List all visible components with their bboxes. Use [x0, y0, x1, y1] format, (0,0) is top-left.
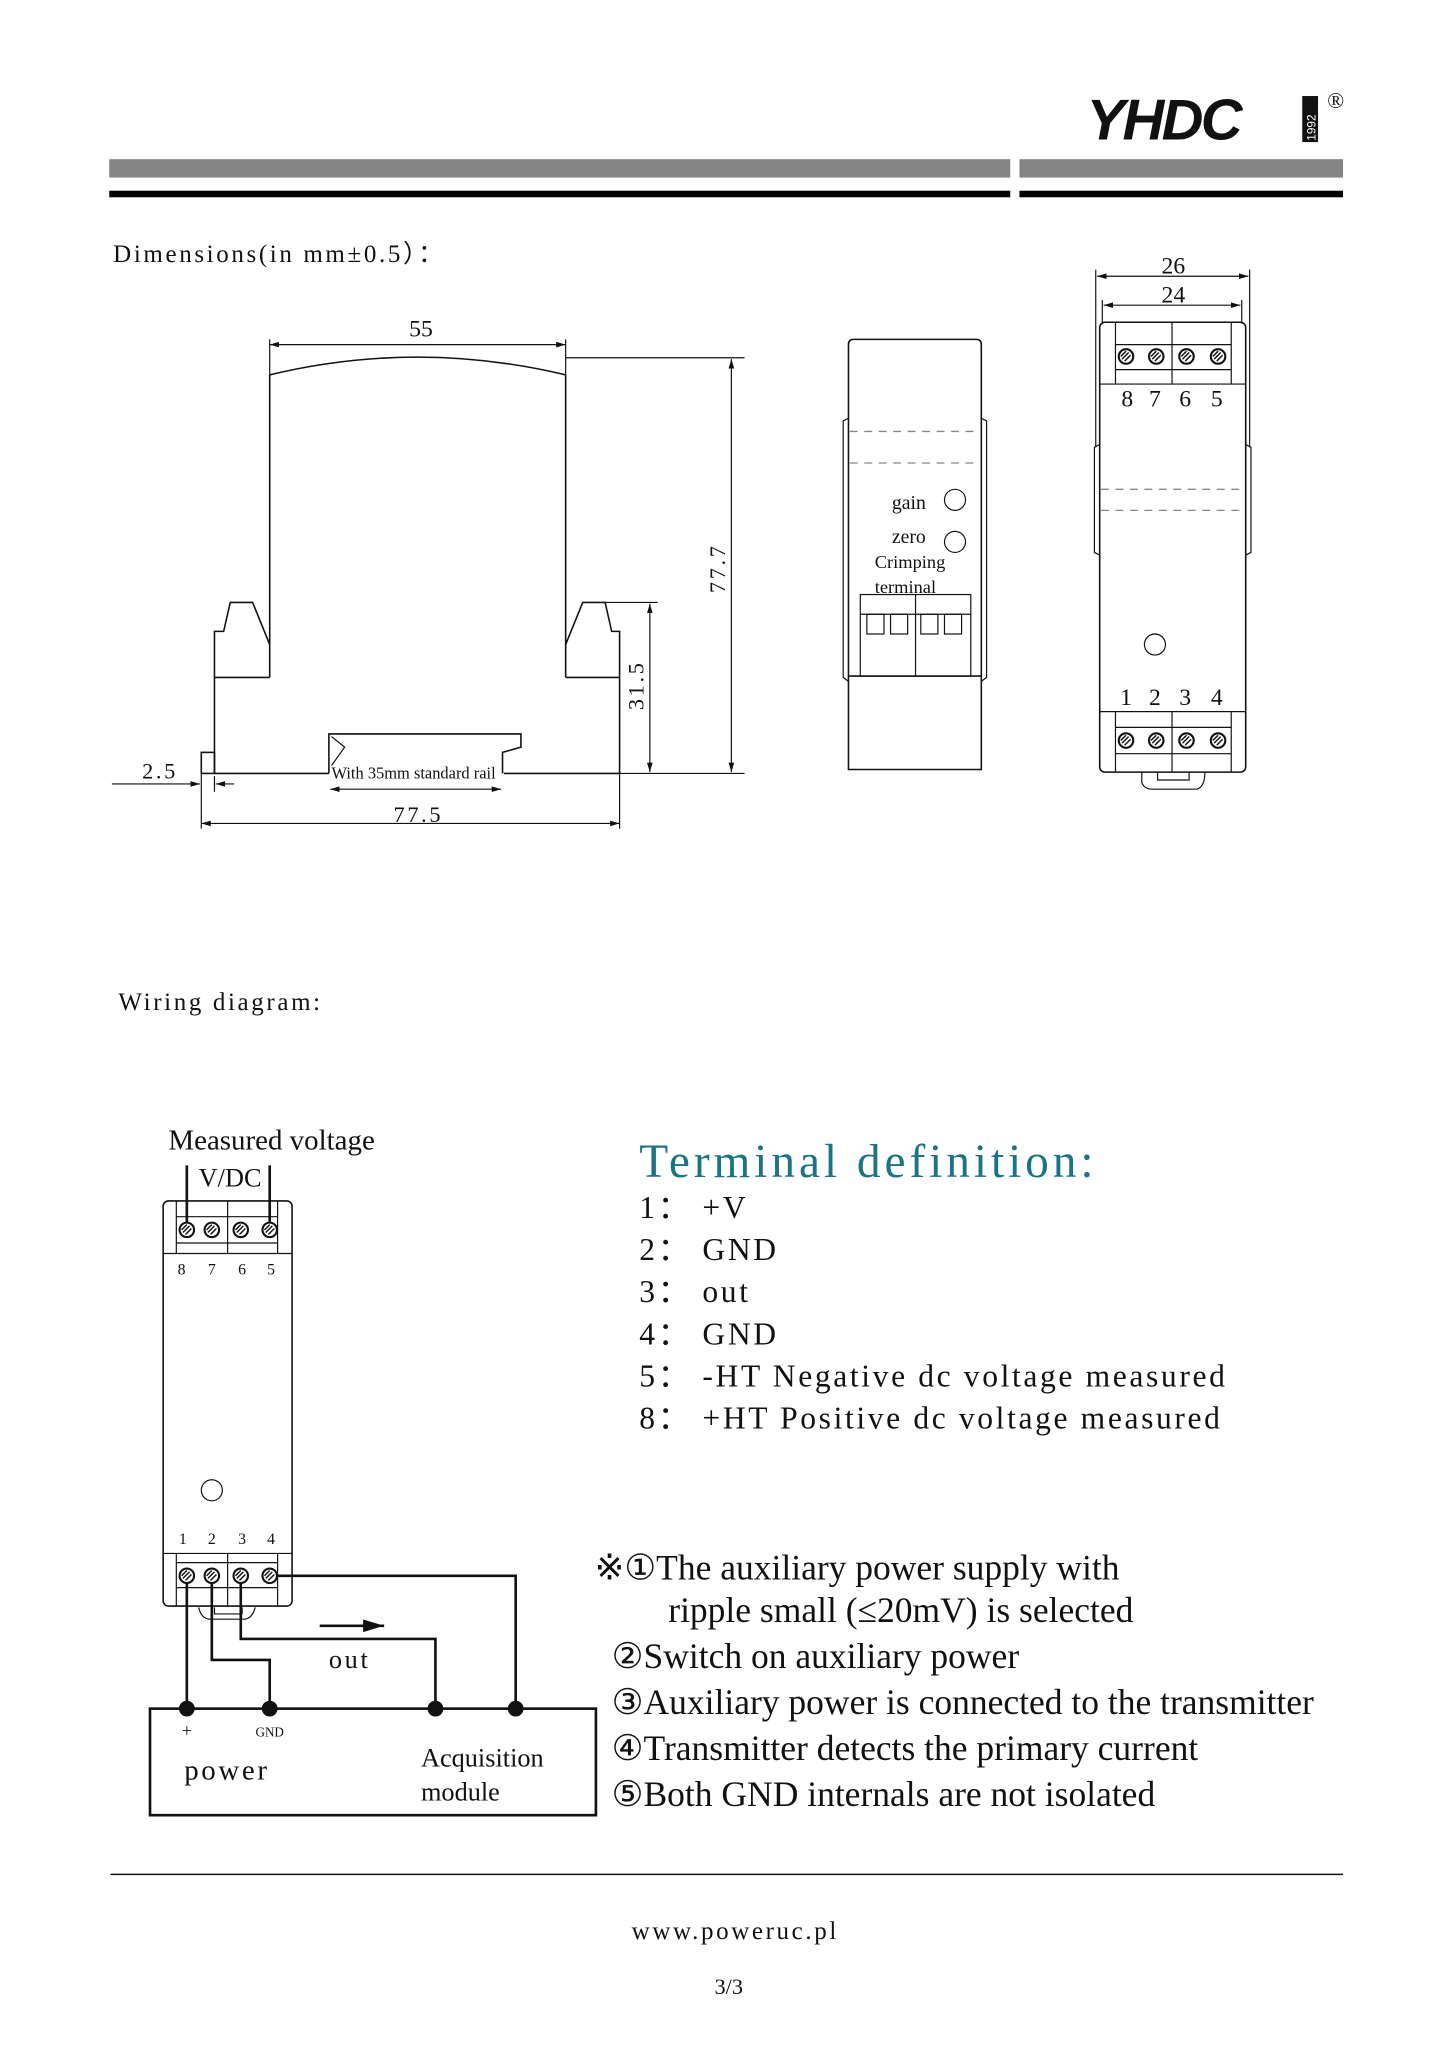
note: ③Auxiliary power is connected to the tra… [612, 1682, 1314, 1722]
wiring-title: Wiring diagram: [118, 989, 322, 1016]
header-bar-gray-right [1019, 159, 1344, 178]
label: 1 [1120, 685, 1132, 711]
status-led [1143, 633, 1167, 656]
brand-logo: YHDC 1992 ® [1087, 88, 1345, 153]
zero-potentiometer [943, 530, 967, 554]
note: ②Switch on auxiliary power [612, 1636, 1020, 1676]
note: ⑤Both GND internals are not isolated [612, 1774, 1156, 1814]
dim-2-5: 2.5 [142, 759, 178, 784]
terminal-item: 4： GND [639, 1316, 778, 1351]
terminal-item: 1： +V [639, 1190, 748, 1225]
notes: ※①The auxiliary power supply with ripple… [595, 1548, 1314, 1814]
dim-24: 24 [1162, 283, 1186, 309]
label: YHDC [1087, 88, 1244, 152]
header-bar-gray [109, 159, 1011, 178]
vdc-label: V/DC [199, 1163, 262, 1192]
label: 7 [208, 1262, 216, 1279]
acquisition-label: Acquisition [421, 1744, 544, 1773]
dim-55: 55 [409, 317, 433, 343]
measured-voltage-label: Measured voltage [168, 1125, 374, 1157]
module-label: module [421, 1778, 500, 1807]
label: 6 [1179, 386, 1191, 412]
label: 7 [1149, 386, 1161, 412]
terminal-definition: Terminal definition: 1： +V 2： GND 3： out… [639, 1136, 1227, 1435]
terminal-item: 8： +HT Positive dc voltage measured [639, 1400, 1222, 1435]
terminal-label: terminal [875, 577, 936, 597]
label: 2 [208, 1531, 216, 1548]
crimping-label: Crimping [875, 552, 946, 572]
label: 1 [179, 1531, 187, 1548]
dimensions-title: Dimensions(in mm±0.5）： [113, 240, 446, 268]
out-label: out [329, 1645, 370, 1674]
label: 8 [178, 1262, 186, 1279]
label: 3 [1179, 685, 1191, 711]
label: 5 [1211, 386, 1223, 412]
plus-label: + [182, 1720, 192, 1740]
header-bar-black-right [1019, 190, 1344, 198]
label: 3 [238, 1531, 246, 1548]
gain-label: gain [892, 492, 926, 514]
gnd-label: GND [255, 1724, 283, 1739]
footer-url[interactable]: www.poweruc.pl [632, 1918, 839, 1945]
zero-label: zero [892, 526, 926, 548]
label: 1992 [1304, 114, 1318, 140]
power-label: power [184, 1755, 269, 1787]
label: 5 [267, 1262, 275, 1279]
label: 8 [1121, 386, 1133, 412]
front-view-drawing: 55 With 35mm standard rail 2.5 77.5 77.7… [111, 317, 745, 829]
dim-77-7: 77.7 [705, 543, 730, 593]
registered-mark: ® [1327, 88, 1344, 113]
gain-potentiometer [943, 488, 967, 511]
label: 2 [1149, 685, 1161, 711]
dim-26: 26 [1162, 254, 1186, 280]
side-view-drawing: gain zero Crimping terminal [842, 338, 988, 771]
terminal-item: 5： -HT Negative dc voltage measured [639, 1358, 1227, 1393]
dim-31-5: 31.5 [623, 660, 648, 710]
label: 4 [267, 1531, 275, 1548]
header-bar-black [109, 190, 1011, 198]
wiring-diagram: Measured voltage V/DC 8 7 6 5 1 2 3 4 ou… [148, 1125, 598, 1817]
label: 4 [1211, 685, 1223, 711]
note: ※①The auxiliary power supply with [595, 1548, 1120, 1588]
note: ripple small (≤20mV) is selected [668, 1590, 1133, 1630]
terminal-item: 3： out [639, 1274, 750, 1309]
terminal-definition-title: Terminal definition: [639, 1136, 1097, 1188]
label: 6 [238, 1262, 246, 1279]
rail-label: With 35mm standard rail [332, 764, 497, 783]
end-view-drawing: 26 24 8 7 6 5 1 2 3 4 [1093, 254, 1252, 790]
page-number: 3/3 [714, 1974, 743, 1999]
note: ④Transmitter detects the primary current [612, 1728, 1199, 1768]
dim-77-5: 77.5 [394, 802, 444, 827]
terminal-item: 2： GND [639, 1232, 778, 1267]
